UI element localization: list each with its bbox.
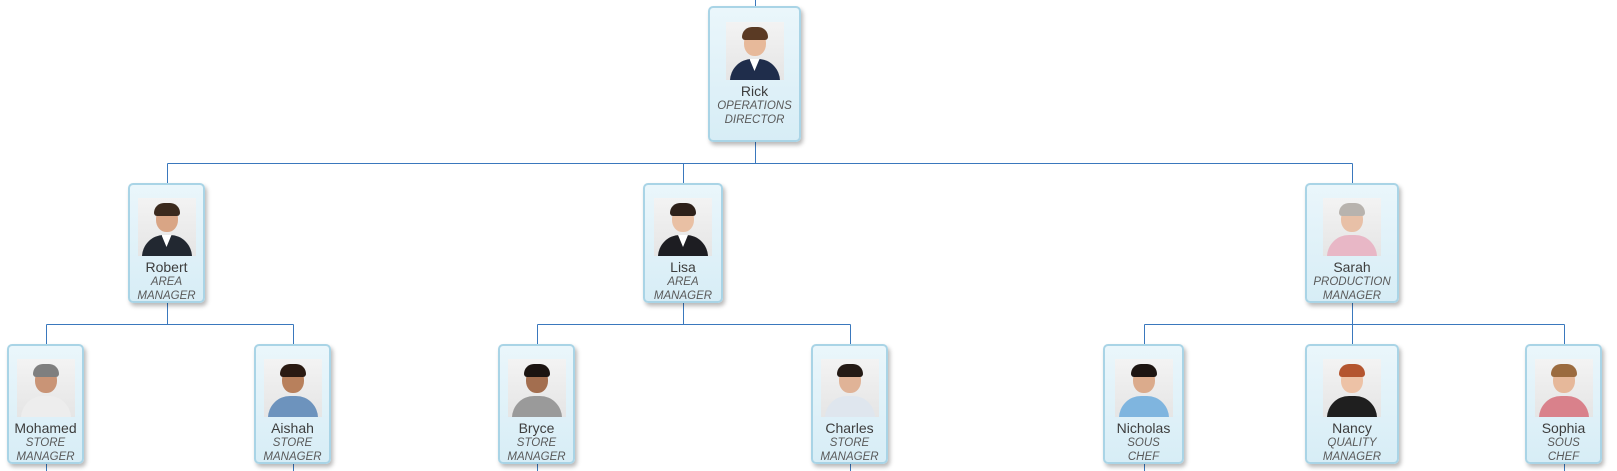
person-name: Sarah <box>1333 259 1371 275</box>
woman-pink-top-avatar <box>1534 359 1593 417</box>
avatar-collar <box>749 59 760 71</box>
person-role-line: MANAGER <box>653 290 713 302</box>
person-role-line: MANAGER <box>263 451 322 463</box>
person-role-line: SOUS <box>1127 437 1160 449</box>
person-name: Aishah <box>271 420 314 436</box>
person-role-line: DIRECTOR <box>724 114 785 126</box>
avatar-body <box>1538 396 1589 417</box>
person-name: Bryce <box>518 420 555 436</box>
avatar-hair <box>670 203 696 216</box>
person-name: Lisa <box>670 259 696 275</box>
person-role-line: OPERATIONS <box>717 100 792 112</box>
person-name: Robert <box>145 259 188 275</box>
avatar-hair <box>32 364 59 377</box>
person-role-line: AREA <box>150 276 183 288</box>
person-name: Charles <box>825 420 874 436</box>
person-role-line: STORE <box>25 437 66 449</box>
avatar-hair <box>1550 364 1577 377</box>
avatar-collar <box>161 235 172 247</box>
person-name: Sophia <box>1541 420 1586 436</box>
avatar-collar <box>678 235 688 247</box>
person-role-line: CHEF <box>1547 451 1580 463</box>
man-light-shirt-avatar <box>820 359 879 417</box>
avatar-hair <box>741 27 768 40</box>
person-role-line: STORE <box>516 437 557 449</box>
man-gray-top-avatar <box>507 359 566 417</box>
person-role-line: CHEF <box>1127 451 1160 463</box>
person-role-line: SOUS <box>1547 437 1580 449</box>
person-role-line: QUALITY <box>1327 437 1377 449</box>
woman-pink-avatar <box>1323 198 1381 256</box>
avatar-body <box>20 396 71 417</box>
avatar-body <box>1327 235 1377 256</box>
avatar-hair <box>153 203 180 216</box>
avatar-hair <box>279 364 306 377</box>
man-blue-shirt-avatar <box>1114 359 1173 417</box>
person-name: Nancy <box>1332 420 1372 436</box>
man-white-shirt-avatar <box>16 359 75 417</box>
person-role-line: MANAGER <box>137 290 196 302</box>
woman-blazer-avatar <box>654 198 712 256</box>
person-role-line: MANAGER <box>1322 451 1382 463</box>
avatar-hair <box>1339 364 1365 377</box>
person-role-line: STORE <box>829 437 870 449</box>
avatar-body <box>1118 396 1169 417</box>
person-role-line: MANAGER <box>16 451 75 463</box>
avatar-body <box>511 396 562 417</box>
person-name: Nicholas <box>1116 420 1171 436</box>
person-name: Rick <box>740 83 769 99</box>
woman-black-top-avatar <box>1323 359 1381 417</box>
woman-denim-avatar <box>263 359 322 417</box>
person-role-line: MANAGER <box>507 451 566 463</box>
person-role-line: MANAGER <box>1322 290 1382 302</box>
avatar-hair <box>1339 203 1365 216</box>
person-role-line: MANAGER <box>820 451 879 463</box>
man-suit-avatar <box>725 22 784 80</box>
avatar-hair <box>836 364 863 377</box>
person-role-line: STORE <box>272 437 313 449</box>
avatar-body <box>824 396 875 417</box>
avatar-hair <box>1130 364 1157 377</box>
avatar-hair <box>523 364 550 377</box>
person-role-line: AREA <box>667 276 699 288</box>
avatar-body <box>267 396 318 417</box>
person-name: Mohamed <box>14 420 77 436</box>
avatar-body <box>1327 396 1377 417</box>
person-role-line: PRODUCTION <box>1313 276 1391 288</box>
man-suit-avatar <box>137 198 196 256</box>
